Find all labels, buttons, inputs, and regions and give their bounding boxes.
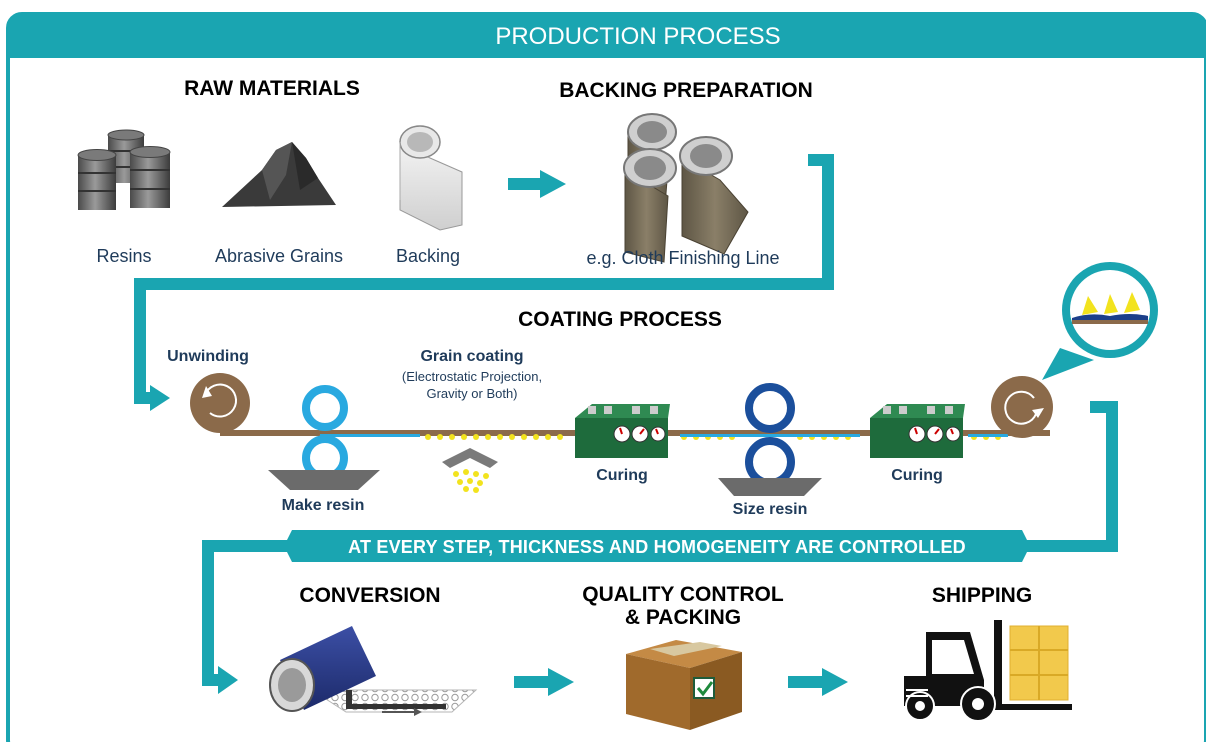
rewind-roll-icon bbox=[991, 376, 1053, 438]
web-line-blue-3 bbox=[968, 434, 1008, 437]
arrow-right-icon bbox=[508, 170, 566, 198]
flow-connector-2 bbox=[1010, 401, 1118, 552]
backing-preparation-heading: BACKING PREPARATION bbox=[559, 79, 813, 102]
grain-note-line1: (Electrostatic Projection, bbox=[402, 369, 542, 384]
curing-1-label: Curing bbox=[596, 467, 648, 484]
flow-arrowhead-1 bbox=[150, 385, 170, 411]
flow-connector-1 bbox=[134, 154, 834, 404]
resins-label: Resins bbox=[96, 246, 151, 266]
banner-title: PRODUCTION PROCESS bbox=[495, 23, 780, 50]
size-resin-rollers-icon bbox=[718, 383, 822, 496]
curing-oven-icon bbox=[575, 404, 670, 458]
web-line-blue-2 bbox=[680, 434, 860, 437]
magnifier-icon bbox=[1042, 262, 1158, 380]
web-line-blue bbox=[320, 434, 420, 437]
control-band-text: AT EVERY STEP, THICKNESS AND HOMOGENEITY… bbox=[348, 537, 966, 557]
conversion-heading: CONVERSION bbox=[299, 584, 440, 607]
unwinding-label: Unwinding bbox=[167, 348, 249, 365]
shipping-heading: SHIPPING bbox=[932, 584, 1032, 607]
size-resin-label: Size resin bbox=[733, 501, 808, 518]
grain-note-line2: Gravity or Both) bbox=[426, 386, 517, 401]
grain-dots-icon bbox=[425, 434, 563, 440]
curing-2-label: Curing bbox=[891, 467, 943, 484]
grain-hopper-icon bbox=[442, 448, 498, 493]
flow-connector-3 bbox=[202, 540, 292, 686]
quality-heading-line2: & PACKING bbox=[625, 606, 741, 629]
backing-example-label: e.g. Cloth Finishing Line bbox=[586, 248, 779, 268]
raw-materials-heading: RAW MATERIALS bbox=[184, 77, 360, 100]
flow-arrowhead-3 bbox=[218, 666, 238, 694]
backing-label: Backing bbox=[396, 246, 460, 266]
arrow-right-2-icon bbox=[514, 668, 574, 696]
make-resin-rollers-icon bbox=[268, 385, 380, 490]
backing-roll-icon bbox=[399, 125, 463, 231]
grain-coating-label: Grain coating bbox=[420, 348, 523, 365]
barrels-icon bbox=[77, 129, 171, 210]
box-check-icon bbox=[626, 640, 742, 730]
unwind-roll-icon bbox=[190, 373, 250, 433]
conversion-roll-icon bbox=[269, 626, 478, 716]
control-band: AT EVERY STEP, THICKNESS AND HOMOGENEITY… bbox=[284, 530, 1030, 562]
cloth-rolls-icon bbox=[623, 113, 749, 263]
arrow-right-3-icon bbox=[788, 668, 848, 696]
make-resin-label: Make resin bbox=[282, 497, 365, 514]
quality-heading-line1: QUALITY CONTROL bbox=[582, 583, 784, 606]
curing-oven-2-icon bbox=[870, 404, 965, 458]
abrasive-grains-label: Abrasive Grains bbox=[215, 246, 343, 266]
banner bbox=[8, 14, 1206, 58]
coating-process-heading: COATING PROCESS bbox=[518, 308, 722, 331]
forklift-icon bbox=[904, 620, 1072, 722]
grain-pile-icon bbox=[222, 142, 336, 207]
